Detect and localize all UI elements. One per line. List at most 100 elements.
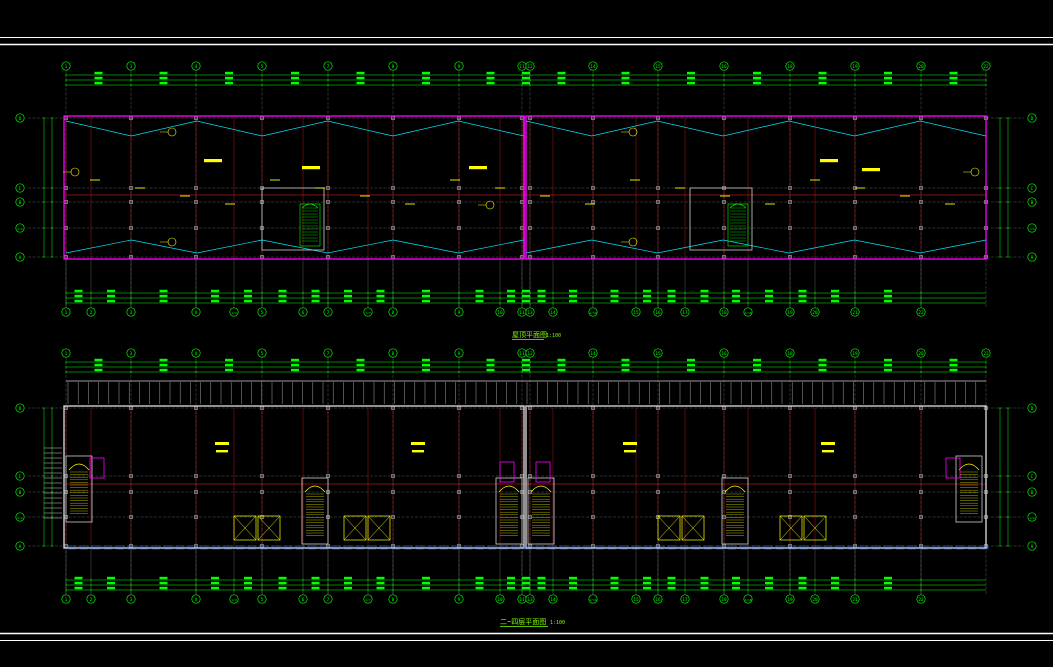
dimension-value-mark [422,81,430,85]
dimension-value-mark [94,358,103,362]
structural-column [788,226,792,230]
structural-column [129,406,133,410]
dimension-value-mark [621,363,630,367]
window-opening [367,545,377,550]
axis-bubble-top-9-circle [454,348,464,358]
axis-bubble-right-B-circle [1027,487,1037,497]
axis-bubble-top-18-circle [785,61,795,71]
dimension-value-mark [621,368,630,372]
window-opening [487,545,497,550]
dimension-value-mark [621,71,630,75]
axis-bubble-bottom-1/14-circle [588,307,598,317]
window-opening [499,545,509,550]
dimension-value-mark [159,586,168,590]
dimension-value-mark [831,581,839,585]
elevator-shaft-0 [233,515,257,541]
elevator-shaft-cross [803,515,827,541]
dimension-value-mark [700,294,709,298]
window-opening [775,545,785,550]
dimension-value-mark [700,586,709,590]
window-opening [271,545,281,550]
structural-column [129,116,133,120]
axis-bubble-top-16-circle [719,61,729,71]
stairwell-arc [530,485,552,493]
dimension-value-mark [569,581,577,585]
dimension-value-mark [522,368,530,372]
window-opening [307,545,317,550]
axis-bubble-top-15-label: 15 [655,351,661,357]
dimension-value-mark [244,576,252,580]
dimension-value-mark [949,76,958,80]
dimension-value-mark [74,294,83,298]
structural-column [326,255,330,259]
dimension-value-mark [621,81,630,85]
dimension-value-mark [94,368,103,372]
roof-slope-line [525,120,986,137]
axis-bubble-bottom-22-circle [916,594,926,604]
axis-bubble-top-12-circle [525,348,535,358]
dimension-value-mark [569,576,577,580]
window-opening [115,545,125,550]
axis-bubble-top-20-label: 20 [918,64,924,70]
structural-column [391,255,395,259]
dimension-value-mark [278,289,287,293]
axis-bubble-bottom-1/4-label: 1/4 [231,598,237,602]
axis-bubble-bottom-4-label: 4 [195,597,198,603]
axis-bubble-left-A-label: A [19,255,22,261]
dimension-value-mark [610,576,619,580]
structural-column [129,186,133,190]
window-opening [163,545,173,550]
dimension-value-mark [522,294,530,298]
window-opening [295,545,305,550]
dimension-value-mark [522,363,530,367]
window-opening [943,545,953,550]
structural-column [64,406,68,410]
window-opening [259,545,269,550]
dimension-value-mark [344,294,352,298]
dimension-value-mark [507,294,515,298]
dimension-value-mark [291,71,299,75]
window-opening [643,545,653,550]
dimension-value-mark [486,358,495,362]
dimension-value-mark [376,576,385,580]
structural-column [788,490,792,494]
axis-bubble-bottom-7-circle [323,307,333,317]
axis-bubble-left-C-circle [15,183,25,193]
window-opening [787,545,797,550]
axis-bubble-bottom-10-circle [495,594,505,604]
dimension-value-mark [557,358,566,362]
dimension-value-mark [765,581,773,585]
structural-column [656,474,660,478]
axis-bubble-top-22-circle [981,61,991,71]
elevator-shaft-7 [803,515,827,541]
axis-bubble-bottom-13-label: 13 [527,597,533,603]
axis-bubble-top-9-label: 9 [458,64,461,70]
axis-bubble-bottom-6-circle [298,307,308,317]
axis-bubble-bottom-14-circle [548,594,558,604]
structural-column [853,515,857,519]
dimension-value-mark [507,299,515,303]
room-name-tag-3 [821,442,835,445]
dimension-value-mark [884,576,892,580]
dimension-value-mark [557,81,566,85]
axis-bubble-bottom-20-circle [810,307,820,317]
window-opening [727,545,737,550]
axis-bubble-bottom-11-label: 11 [519,597,525,603]
room-tag-1 [302,166,320,170]
structural-column [591,186,595,190]
structural-column [722,226,726,230]
structural-column [326,186,330,190]
axis-bubble-bottom-3-label: 3 [130,310,133,316]
axis-bubble-top-4-circle [191,61,201,71]
axis-bubble-bottom-2-circle [86,307,96,317]
window-opening [931,545,941,550]
axis-bubble-top-16-circle [719,348,729,358]
dimension-value-mark [700,576,709,580]
dimension-value-mark [621,358,630,362]
axis-bubble-bottom-1/7-label: 1/7 [365,311,371,315]
window-opening [79,545,89,550]
dimension-value-mark [211,299,219,303]
structural-column [528,255,532,259]
stairwell-arc [498,485,520,493]
axis-bubble-bottom-6-label: 6 [302,597,305,603]
